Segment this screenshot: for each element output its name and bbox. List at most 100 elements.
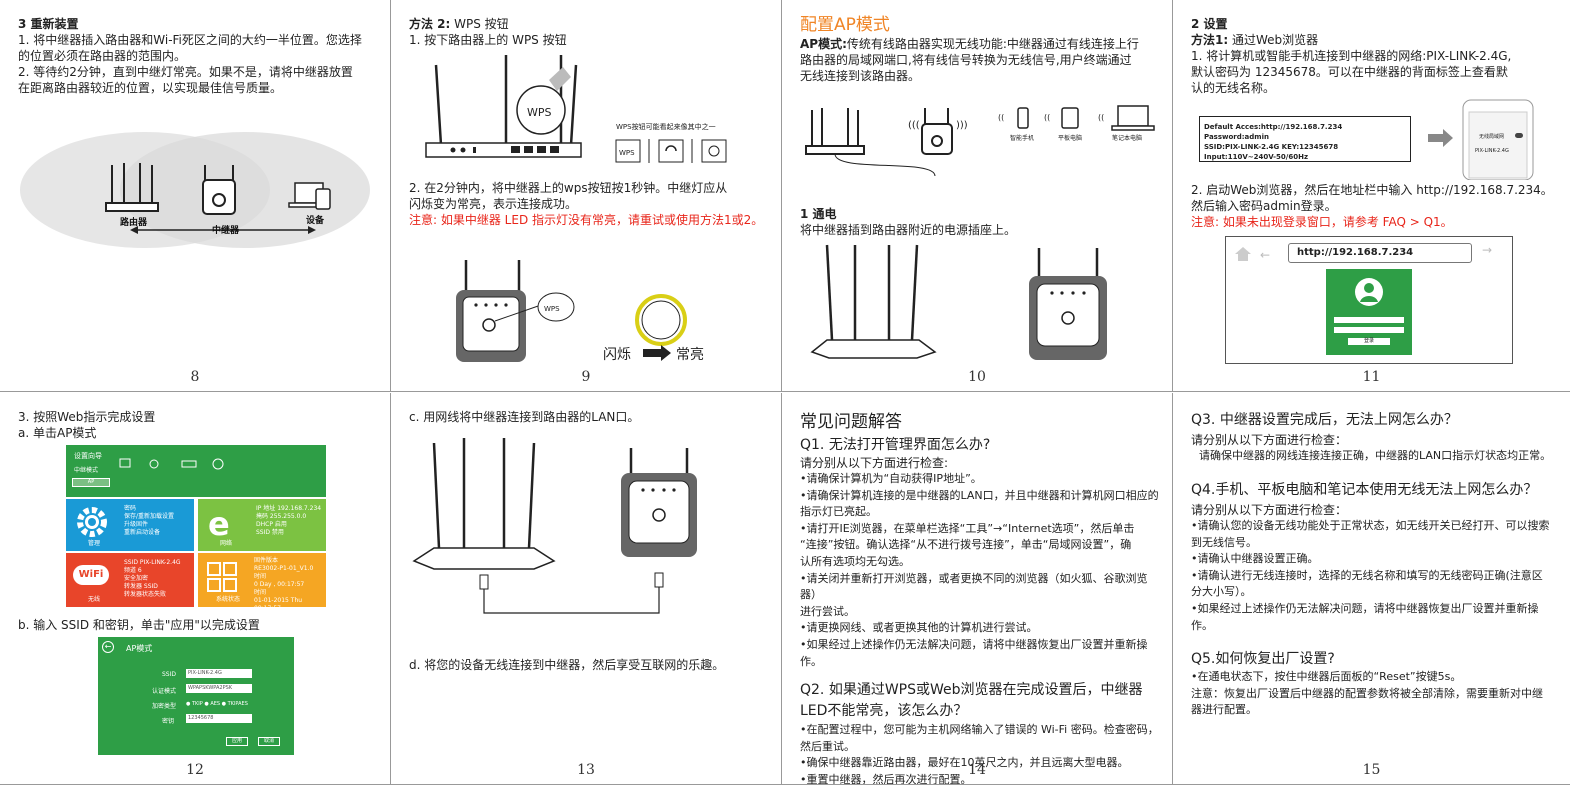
router-mode-icon [181, 460, 197, 468]
page-number: 11 [1362, 369, 1381, 385]
browser-nav: ← [1235, 247, 1270, 262]
repeater-mode-option[interactable]: 中继模式 [74, 467, 99, 474]
wifi-toggle [1515, 133, 1523, 138]
wps-button-variant-1 [615, 139, 641, 163]
phone-icon [1017, 107, 1029, 129]
ap-mode-label: AP模式: [800, 37, 847, 51]
router-ports [450, 146, 559, 153]
wps-zoom-circle [516, 85, 566, 135]
faq-item: 指示灯已亮起。 [800, 505, 877, 519]
repeater-label: 中继器 [212, 224, 240, 236]
encryption-radios[interactable]: ● TKIP ● AES ● TKIPAES [186, 701, 248, 707]
key-input[interactable]: 12345678 [186, 714, 252, 723]
user-avatar-icon [1355, 278, 1383, 306]
wifi-waves-icon: (( [1044, 113, 1050, 122]
tile-network[interactable]: e IP 地址 192.168.7.234 掩码 255.255.0.0 DHC… [198, 499, 326, 551]
repeater-leds [641, 488, 676, 492]
repeater-mode-icon [149, 459, 159, 469]
router-icon [825, 244, 919, 341]
faq-item: 到无线信号。 [1191, 535, 1257, 549]
page-10: 配置AP模式 AP模式:传统有线路由器实现无线功能:中继器通过有线连接上行 路由… [782, 0, 1173, 392]
faq-q2-line: LED不能常亮，该怎么办？ [800, 703, 968, 720]
page-number: 12 [186, 762, 204, 778]
tile-wireless-details: SSID PIX-LINK-2.4G 频道 6 安全加密 转发器 SSID 转发… [124, 559, 181, 599]
faq-q3: Q3. 中继器设置完成后，无法上网怎么办？ [1191, 412, 1458, 428]
page-14: 常见问题解答 Q1. 无法打开管理界面怎么办? 请分别从以下方面进行检查: •请… [782, 393, 1173, 785]
wps-note-warning: 注意: 如果中继器 LED 指示灯没有常亮，请重试或使用方法1或2。 [409, 213, 764, 227]
username-field[interactable] [1334, 317, 1404, 323]
faq-item: 器进行配置。 [1191, 703, 1257, 717]
router-icon [805, 108, 865, 155]
step-c: c. 用网线将中继器连接到路由器的LAN口。 [409, 410, 640, 424]
wps-variant-label: WPS [619, 149, 635, 157]
step-1: 1. 按下路由器上的 WPS 按钮 [409, 33, 567, 47]
tile-wireless[interactable]: WiFi SSID PIX-LINK-2.4G 频道 6 安全加密 转发器 SS… [66, 553, 194, 607]
laptop-icon [1111, 105, 1155, 131]
tile-line: 0 Day , 00:17:57 [254, 581, 305, 588]
faq-item: 注意：恢复出厂设置后中继器的配置参数将被全部清除，需要重新对中继 [1191, 686, 1543, 700]
tile-status-details: 固件版本 RE3002-P1-01_V1.0 时间 0 Day , 00:17:… [254, 557, 326, 613]
page-13: c. 用网线将中继器连接到路由器的LAN口。 d. 将您的设备无线连接到中继器，… [391, 393, 782, 785]
wizard-title: 设置向导 [74, 452, 102, 460]
faq-q1-q2: 常见问题解答 Q1. 无法打开管理界面怎么办? 请分别从以下方面进行检查: •请… [800, 411, 1160, 785]
tile-line: 重新启动设备 [124, 529, 161, 536]
ssid-input[interactable]: PIX-LINK-2.4G [186, 669, 252, 678]
method-label: 方法 2: [409, 17, 451, 31]
page-9: 方法 2: WPS 按钮 1. 按下路由器上的 WPS 按钮 WPS WPS按钮… [391, 0, 782, 392]
tile-line: 安全加密 [124, 575, 149, 582]
tile-line: 时间 [254, 589, 267, 596]
repeater-leds [1050, 291, 1086, 295]
cancel-button[interactable]: 取消 [258, 737, 280, 746]
address-bar[interactable]: http://192.168.7.234 [1288, 243, 1472, 263]
tile-system-status[interactable]: 固件版本 RE3002-P1-01_V1.0 时间 0 Day , 00:17:… [198, 553, 326, 612]
router-icon [105, 163, 159, 212]
tile-line: RE3002-P1-01_V1.0 [254, 565, 314, 572]
method-title: 通过Web浏览器 [1228, 33, 1319, 47]
step-1-line: 1. 将计算机或智能手机连接到中继器的网络:PIX-LINK-2.4G, [1191, 49, 1512, 63]
page-13-text-top: c. 用网线将中继器连接到路由器的LAN口。 [409, 409, 769, 425]
faq-item: 认所有选项均无勾选。 [800, 554, 910, 568]
status-grid-icon [207, 562, 237, 592]
home-icon [1235, 247, 1251, 261]
page-number: 14 [968, 762, 986, 778]
device-icon [288, 182, 331, 210]
login-panel: 登录 [1326, 269, 1412, 355]
back-icon[interactable]: ← [102, 641, 114, 653]
page-number: 8 [190, 369, 200, 385]
faq-item: •重置中继器，然后再次进行配置。 [800, 772, 972, 785]
tile-management[interactable]: 密码 保存/重新加载设置 升级固件 重新启动设备 管理 [66, 499, 194, 551]
router-wps-illustration: WPS WPS按钮可能看起来像其中之一 WPS [425, 55, 727, 163]
ap-mode-desc-line: 路由器的局域网端口,将有线信号转换为无线信号,用户终端通过 [800, 53, 1132, 67]
finger-icon [549, 67, 571, 91]
led-ring-inner [641, 300, 681, 340]
faq-q1: Q1. 无法打开管理界面怎么办? [800, 437, 991, 453]
key-label: 密钥 [162, 718, 175, 725]
ap-mode-desc-line: 无线连接到该路由器。 [800, 69, 921, 83]
forward-icon: → [1482, 243, 1493, 257]
faq-item: •请确认中继器设置正确。 [1191, 552, 1319, 566]
faq-q3-item: 请确保中继器的网线连接连接正确，中继器的LAN口指示灯状态均正常。 [1199, 449, 1552, 462]
page-12-text-top: 3. 按照Web指示完成设置 a. 单击AP模式 [18, 409, 378, 441]
ap-mode-option[interactable]: AP [72, 478, 110, 487]
device-label: 设备 [306, 214, 325, 226]
faq-q1-intro: 请分别从以下方面进行检查: [800, 456, 949, 470]
faq-item: “连接”按钮。确认选择“从不进行拨号连接”，单击“局域网设置”，确 [800, 538, 1132, 552]
step-2-line: 然后输入密码admin登录。 [1191, 199, 1337, 213]
setup-dashboard: 设置向导 中继模式 AP 密码 保存/重新加载设置 升级固件 [66, 445, 326, 612]
faq-item: •请打开IE浏览器，在菜单栏选择“工具”→“Internet选项”，然后单击 [800, 521, 1135, 535]
setup-wizard-bar: 设置向导 中继模式 AP [66, 445, 326, 497]
repeater-led-illustration: WPS 闪烁 常亮 [456, 260, 704, 363]
phone-wifi-illustration: 无线局域网 PIX-LINK-2.4G [1428, 99, 1534, 180]
login-button[interactable]: 登录 [1348, 338, 1390, 345]
page-8: 3 重新装置 1. 将中继器插入路由器和Wi-Fi死区之间的大约一半位置。您选择… [0, 0, 391, 392]
auth-select[interactable]: WPAPSKWPA2PSK [186, 684, 252, 693]
faq-item: •请确保计算机为“自动获得IP地址”。 [800, 472, 982, 485]
password-field[interactable] [1334, 327, 1404, 333]
step-2-line: 2. 启动Web浏览器，然后在地址栏中输入 http://192.168.7.2… [1191, 183, 1553, 197]
page-number: 10 [968, 369, 986, 385]
page-10-title: 配置AP模式 [800, 15, 890, 35]
phone-wlan-row: 无线局域网 [1479, 133, 1504, 140]
faq-item: •请确认进行无线连接时，选择的无线名称和填写的无线密码正确(注意区 [1191, 568, 1543, 582]
apply-button[interactable]: 应用 [226, 737, 248, 746]
page-8-line: 在距离路由器较近的位置，以实现最佳信号质量。 [18, 81, 283, 95]
